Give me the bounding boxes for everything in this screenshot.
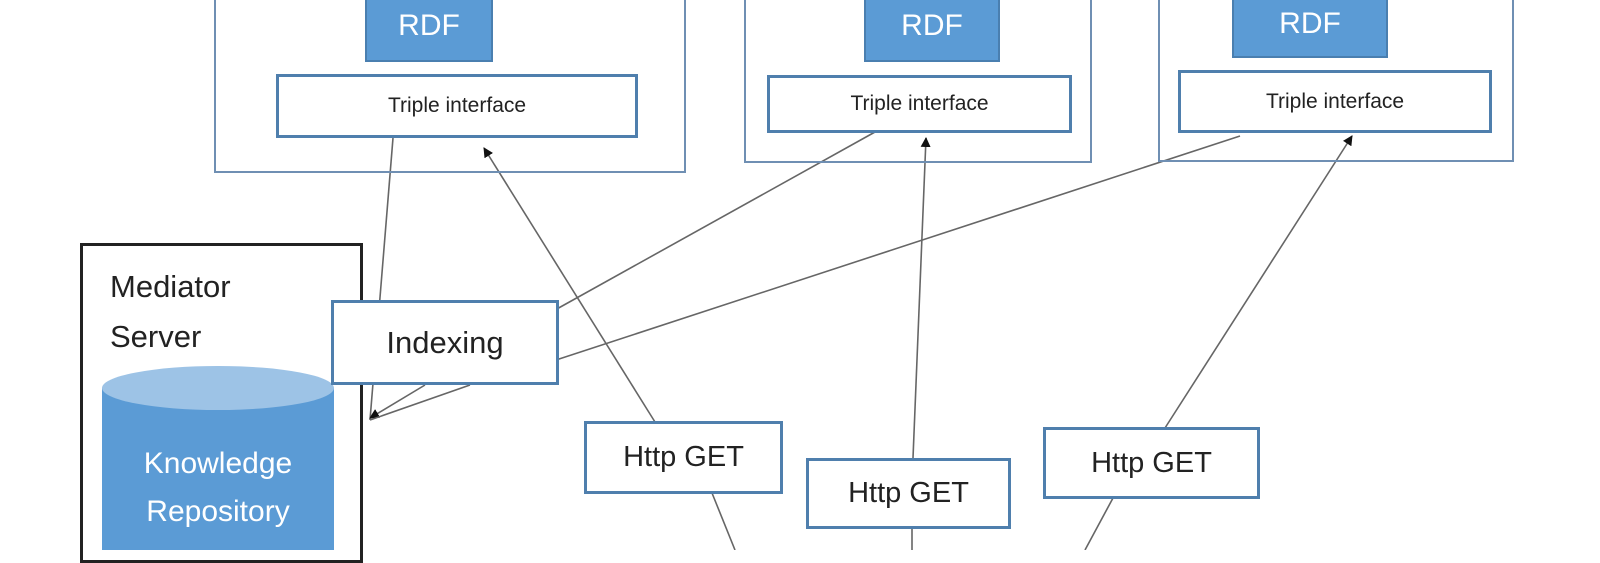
http-get-arrow-2 [912, 137, 931, 459]
mediator-server-title: Mediator Server [110, 262, 350, 362]
mediator-title-line-1: Mediator [110, 269, 231, 304]
http-get-box-1: Http GET [584, 421, 783, 494]
http-get-arrow-1 [483, 147, 656, 423]
source-node-3 [1158, 0, 1514, 162]
repository-label-line-2: Repository [146, 495, 290, 528]
knowledge-repository-label: Knowledge Repository [102, 440, 334, 536]
http-get-tail-3 [1084, 497, 1114, 550]
mediator-title-line-2: Server [110, 319, 202, 354]
index-to-repository-line-2 [369, 384, 471, 421]
architecture-diagram: RDF Triple interface RDF Triple interfac… [80, 0, 1514, 563]
triple-interface-1: Triple interface [276, 74, 638, 138]
http-get-box-2: Http GET [806, 458, 1011, 529]
index-to-repository-line-1 [369, 384, 426, 419]
repository-label-line-1: Knowledge [143, 447, 293, 480]
triple-interface-3: Triple interface [1178, 70, 1492, 133]
triple-interface-2: Triple interface [767, 75, 1072, 133]
rdf-store-2: RDF [864, 0, 1000, 62]
http-get-tail-1 [711, 492, 736, 550]
http-get-box-3: Http GET [1043, 427, 1260, 499]
http-get-arrow-3 [1164, 135, 1353, 429]
indexing-box: Indexing [331, 300, 559, 385]
knowledge-repository-cylinder [102, 366, 334, 550]
index-line-source-3 [555, 135, 1241, 361]
source-node-2 [744, 0, 1092, 163]
rdf-store-3: RDF [1232, 0, 1388, 58]
rdf-store-1: RDF [365, 0, 493, 62]
source-node-1 [214, 0, 686, 173]
connector-layer [102, 131, 1353, 550]
